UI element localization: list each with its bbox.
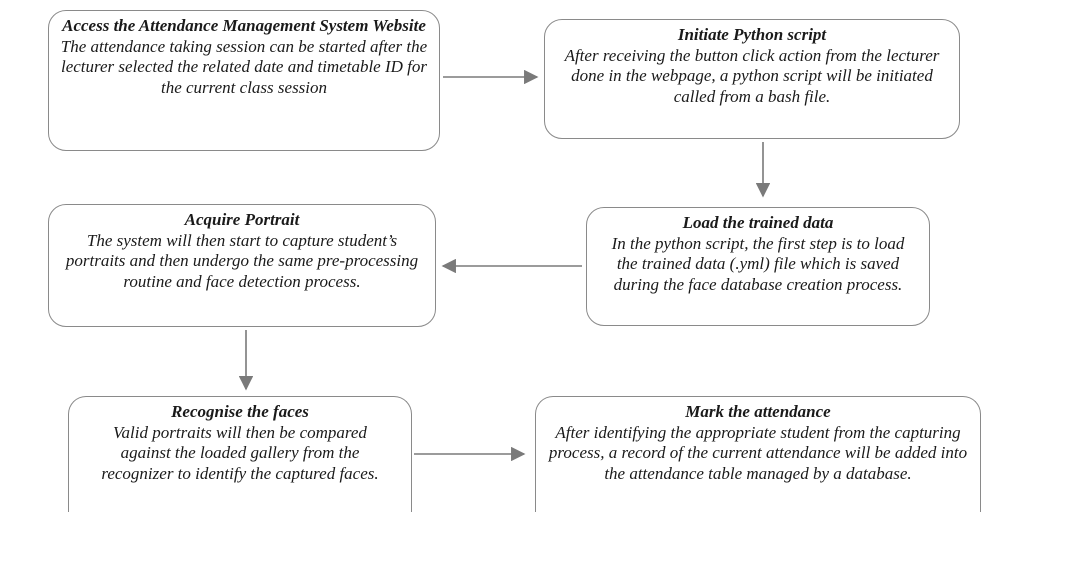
step-recognise-faces: Recognise the faces Valid portraits will…: [68, 396, 412, 514]
step-description: In the python script, the first step is …: [611, 233, 905, 294]
step-title: Acquire Portrait: [184, 210, 300, 229]
step-description: After receiving the button click action …: [564, 45, 940, 106]
step-mark-attendance: Mark the attendance After identifying th…: [535, 396, 981, 514]
step-description: The system will then start to capture st…: [65, 230, 419, 291]
step-title: Access the Attendance Management System …: [62, 16, 426, 35]
page-bottom-whitespace: [0, 512, 1080, 564]
step-title: Mark the attendance: [685, 402, 831, 421]
step-description: After identifying the appropriate studen…: [548, 422, 968, 483]
step-title: Load the trained data: [682, 213, 834, 232]
step-description: Valid portraits will then be compared ag…: [101, 422, 379, 483]
step-load-trained-data: Load the trained data In the python scri…: [586, 207, 930, 326]
step-title: Initiate Python script: [677, 25, 827, 44]
step-initiate-python-script: Initiate Python script After receiving t…: [544, 19, 960, 139]
step-access-website: Access the Attendance Management System …: [48, 10, 440, 151]
step-description: The attendance taking session can be sta…: [60, 36, 428, 97]
step-title: Recognise the faces: [171, 402, 309, 421]
step-acquire-portrait: Acquire Portrait The system will then st…: [48, 204, 436, 327]
